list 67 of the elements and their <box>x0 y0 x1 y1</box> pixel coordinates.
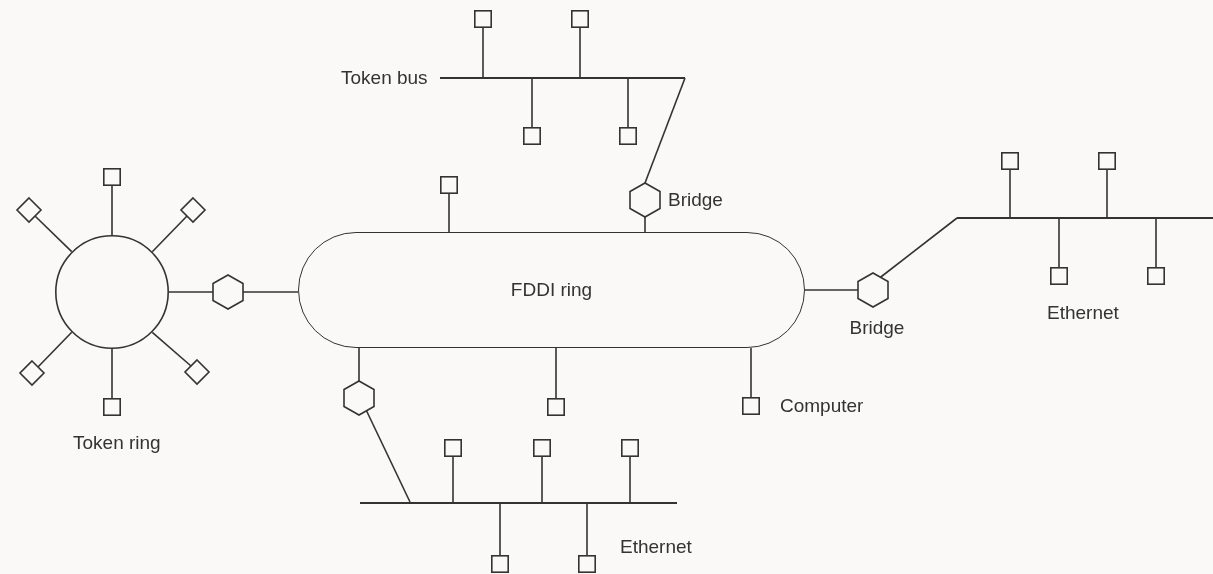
connector-line <box>448 193 450 233</box>
station-square <box>619 127 637 145</box>
connector-line <box>151 215 188 253</box>
connector-line <box>1106 169 1108 218</box>
station-square <box>742 397 760 415</box>
station-square <box>1050 267 1068 285</box>
connector-line <box>879 217 958 279</box>
station-diamond <box>181 198 205 222</box>
connector-line <box>586 503 588 556</box>
station-square <box>103 168 121 186</box>
bridge-label: Bridge <box>849 316 905 340</box>
token-ring-circle <box>55 235 169 349</box>
connector-line <box>804 289 859 291</box>
connector-line <box>644 216 646 233</box>
connector-line <box>541 456 543 503</box>
connector-line <box>1155 218 1157 268</box>
station-diamond <box>17 198 41 222</box>
connector-line <box>482 27 484 78</box>
connector-line <box>555 347 557 399</box>
station-square <box>474 10 492 28</box>
connector-line <box>1009 169 1011 218</box>
station-square <box>1001 152 1019 170</box>
network-label: Ethernet <box>1047 301 1119 325</box>
connector-line <box>111 348 113 399</box>
station-square <box>571 10 589 28</box>
station-square <box>491 555 509 573</box>
connector-line <box>151 331 192 367</box>
connector-line <box>629 456 631 503</box>
connector-line <box>34 215 73 253</box>
connector-line <box>365 409 411 503</box>
station-diamond <box>20 361 44 385</box>
station-square <box>621 439 639 457</box>
station-square <box>440 176 458 194</box>
network-label: Ethernet <box>620 535 692 559</box>
bridge-label: Bridge <box>668 188 723 212</box>
station-square <box>533 439 551 457</box>
connector-line <box>644 77 686 184</box>
connector-line <box>358 347 360 382</box>
network-label: Token ring <box>73 431 161 455</box>
connector-line <box>499 503 501 556</box>
bus-line <box>957 217 1213 219</box>
station-diamond <box>185 360 209 384</box>
connector-line <box>750 347 752 398</box>
station-square <box>1147 267 1165 285</box>
connector-line <box>111 185 113 236</box>
connector-line <box>452 456 454 503</box>
connector-line <box>627 78 629 128</box>
connector-line <box>37 331 73 368</box>
bridge-hexagon <box>344 381 374 415</box>
connector-line <box>1058 218 1060 268</box>
station-square <box>103 398 121 416</box>
station-square <box>444 439 462 457</box>
network-label: Token bus <box>341 66 428 90</box>
station-square <box>578 555 596 573</box>
connector-line <box>168 291 214 293</box>
ring-label: FDDI ring <box>510 279 593 301</box>
bus-line <box>360 502 677 504</box>
station-square <box>547 398 565 416</box>
connector-line <box>531 78 533 128</box>
bridge-hexagon <box>858 273 888 307</box>
bridge-hexagon <box>213 275 243 309</box>
bus-line <box>440 77 685 79</box>
station-square <box>1098 152 1116 170</box>
device-label: Computer <box>780 394 864 418</box>
station-square <box>523 127 541 145</box>
connector-line <box>579 27 581 78</box>
bridge-hexagon <box>630 183 660 217</box>
